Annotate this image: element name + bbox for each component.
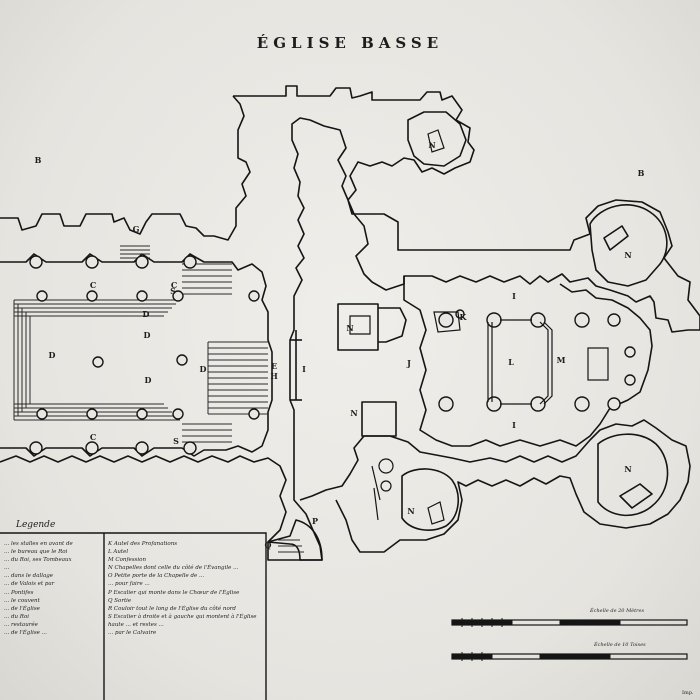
pier-row-choir (438, 309, 636, 412)
legend-entry: ... du Roi (4, 613, 30, 620)
plan-label-b: B (34, 155, 42, 165)
legend-entry: ... de Valois et par (4, 581, 55, 588)
legend-entry: ... Pontifes (4, 589, 34, 596)
plan-label-j: J (407, 358, 411, 368)
legend-entry: Q Sortie (108, 597, 132, 604)
plan-label-s: S (170, 286, 176, 296)
legend-entry: haute ... et restes ... (108, 621, 164, 628)
legend-left-column: ... les stalles en avant de ... le bureau… (4, 540, 104, 637)
plan-label-n: N (624, 250, 632, 260)
legend-entry: ... dans le dallage (4, 573, 54, 580)
plan-label-d: D (199, 364, 207, 374)
plan-label-g: G (132, 224, 140, 234)
legend-frame (0, 532, 267, 700)
legend-entry: ... par le Calvaire (108, 630, 157, 637)
scale-label-metres: Échelle de 20 Mètres (590, 608, 645, 614)
plan-label-c: C (89, 280, 97, 290)
plan-label-e: E (270, 361, 278, 371)
legend-entry: ... de l'Église ... (4, 630, 47, 637)
plan-title: ÉGLISE BASSE (256, 34, 444, 52)
legend-entry: P Escalier qui monte dans le Chœur de l'… (108, 589, 240, 596)
north-tower-outline (0, 85, 700, 561)
legend-title: Legende (16, 520, 56, 530)
legend-entry: N Chapelles dont celle du côté de l'Évan… (108, 565, 239, 572)
legend-entry: M Confession (108, 557, 146, 564)
apse-south (597, 433, 669, 517)
scale-bar-toises (451, 652, 688, 661)
stair-p (267, 519, 323, 561)
plan-label-d: D (142, 309, 150, 319)
north-chapel (407, 111, 467, 167)
plan-label-n: N (346, 323, 354, 333)
plan-label-d: D (48, 350, 56, 360)
plan-label-m: M (556, 355, 566, 365)
legend-entry: ... (4, 565, 10, 572)
plan-label-c: C (170, 280, 178, 290)
south-wing-outline (299, 419, 691, 553)
plan-label-q: Q (264, 540, 272, 550)
legend-entry: L Autel (108, 549, 129, 556)
plan-label-k: K (459, 312, 467, 322)
corner-note: Imp. (682, 690, 694, 696)
chapel-room-n1-bay (378, 307, 407, 343)
legend-entry: ... de l'Église (4, 605, 40, 612)
legend-entry: R Couloir tout le long de l'Église du cô… (108, 605, 236, 612)
legend-entry: S Escalier à droite et à gauche qui mont… (108, 613, 257, 620)
legend-entry: K Autel des Profanations (108, 541, 178, 547)
nave-north-wall (0, 95, 251, 241)
plan-label-h: H (270, 371, 278, 381)
plan-label-c: C (89, 432, 97, 442)
plan-label-n: N (350, 408, 358, 418)
plan-label-b: B (637, 168, 645, 178)
legend-entry: ... pour faire ... (108, 581, 150, 588)
plan-label-n: N (407, 506, 415, 516)
scale-label-toises: Échelle de 10 Toises (594, 642, 646, 648)
legend-entry: ... du Roi, ses Tombeaux (4, 557, 72, 564)
plan-label-n: N (624, 464, 632, 474)
chapel-room-n1 (337, 303, 379, 351)
nave-inner (0, 253, 273, 457)
scale-bar-metres (451, 618, 688, 627)
plan-label-i: I (512, 291, 516, 301)
legend-entry: ... le bureau que le Roi (4, 549, 68, 556)
plan-label-p: P (311, 516, 319, 526)
plan-label-i: I (512, 420, 516, 430)
pier-row-north (29, 255, 260, 455)
legend-entry: ... les stalles en avant de (4, 541, 73, 547)
legend-entry: O Petite porte de la Chapelle de ... (108, 573, 205, 580)
chapel-room-n2 (361, 401, 397, 437)
plan-label-s: S (173, 436, 179, 446)
legend-entry: ... restaurée (4, 621, 38, 628)
choir-outline (403, 276, 653, 447)
plan-label-d: D (143, 330, 151, 340)
south-chapel (401, 468, 459, 531)
plan-label-l: L (508, 357, 514, 367)
plan-label-d: D (144, 375, 152, 385)
legend-entry: ... le couvent (4, 597, 40, 604)
plan-label-i: I (302, 364, 306, 374)
apse-north (589, 204, 668, 287)
plan-label-n: N (428, 140, 436, 150)
